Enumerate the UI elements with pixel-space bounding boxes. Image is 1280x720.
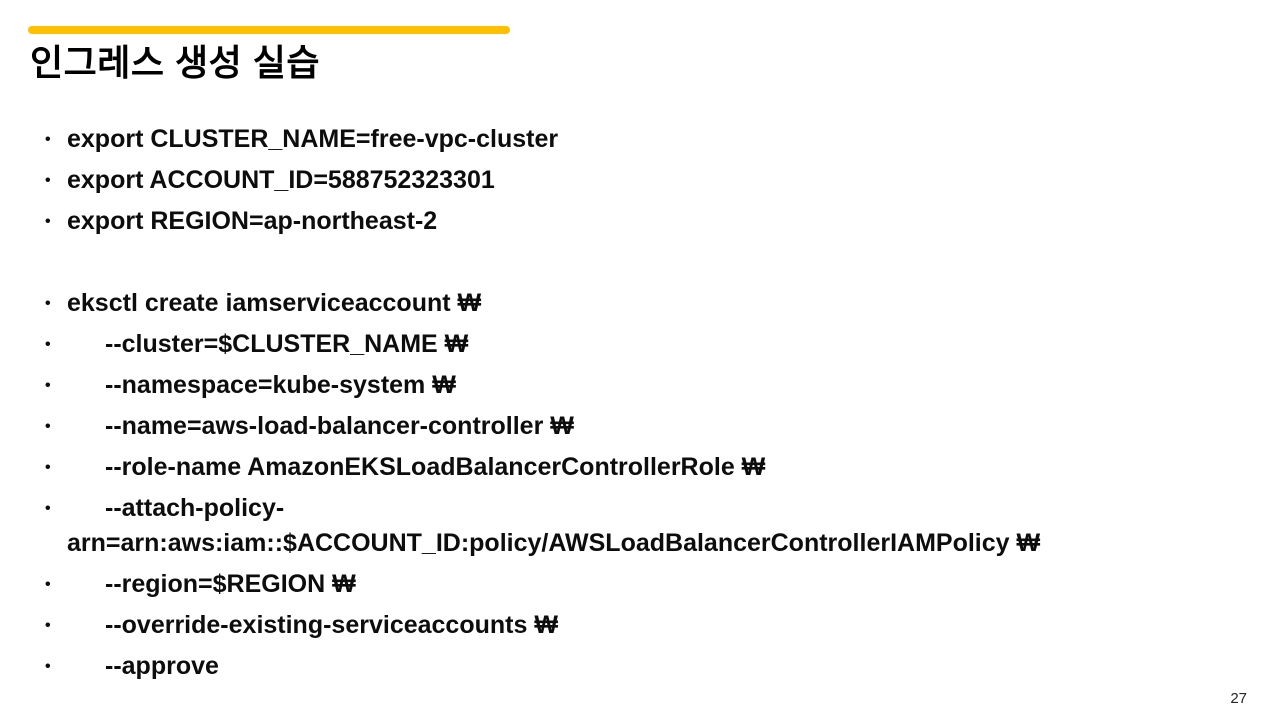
bullet-text: export CLUSTER_NAME=free-vpc-cluster <box>67 125 559 153</box>
list-item: • eksctl create iamserviceaccount ₩ <box>45 283 1250 324</box>
list-item: • export CLUSTER_NAME=free-vpc-cluster <box>45 119 1250 160</box>
bullet-list: • export CLUSTER_NAME=free-vpc-cluster • ex… <box>45 119 1250 687</box>
bullet-dot-icon: • <box>45 172 51 189</box>
bullet-dot-icon: • <box>45 658 51 675</box>
bullet-dot-icon: • <box>45 418 51 435</box>
bullet-dot-icon: • <box>45 336 51 353</box>
bullet-text: export REGION=ap-northeast-2 <box>67 207 438 235</box>
list-item: • --region=$REGION ₩ <box>45 564 1250 605</box>
list-item: • --namespace=kube-system ₩ <box>45 365 1250 406</box>
bullet-text: --approve <box>105 652 219 680</box>
list-item: • --name=aws-load-balancer-controller ₩ <box>45 406 1250 447</box>
bullet-text: --override-existing-serviceaccounts ₩ <box>105 611 558 639</box>
accent-bar <box>28 26 510 34</box>
bullet-text: --role-name AmazonEKSLoadBalancerControl… <box>105 453 766 481</box>
list-item: • export REGION=ap-northeast-2 <box>45 201 1250 242</box>
bullet-text: eksctl create iamserviceaccount ₩ <box>67 289 482 317</box>
bullet-text: --attach-policy- arn=arn:aws:iam::$ACCOU… <box>67 494 1041 557</box>
bullet-text: --name=aws-load-balancer-controller ₩ <box>105 412 574 440</box>
bullet-dot-icon: • <box>45 295 51 312</box>
bullet-text: export ACCOUNT_ID=588752323301 <box>67 166 495 194</box>
list-item: • --role-name AmazonEKSLoadBalancerContro… <box>45 447 1250 488</box>
slide-body: • export CLUSTER_NAME=free-vpc-cluster • ex… <box>45 119 1250 687</box>
list-spacer <box>45 242 1250 283</box>
list-item: • --override-existing-serviceaccounts ₩ <box>45 605 1250 646</box>
bullet-dot-icon: • <box>45 131 51 148</box>
list-item: • --approve <box>45 646 1250 687</box>
list-item: • export ACCOUNT_ID=588752323301 <box>45 160 1250 201</box>
page-number: 27 <box>1230 690 1247 707</box>
bullet-text: --cluster=$CLUSTER_NAME ₩ <box>105 330 469 358</box>
bullet-text: --namespace=kube-system ₩ <box>105 371 456 399</box>
bullet-dot-icon: • <box>45 459 51 476</box>
bullet-dot-icon: • <box>45 213 51 230</box>
bullet-dot-icon: • <box>45 576 51 593</box>
list-item: • --cluster=$CLUSTER_NAME ₩ <box>45 324 1250 365</box>
slide-title: 인그레스 생성 실습 <box>30 42 320 83</box>
bullet-dot-icon: • <box>45 617 51 634</box>
bullet-dot-icon: • <box>45 500 51 517</box>
bullet-dot-icon: • <box>45 377 51 394</box>
list-item: • --attach-policy- arn=arn:aws:iam::$ACCO… <box>45 488 1250 564</box>
bullet-text: --region=$REGION ₩ <box>105 570 356 598</box>
